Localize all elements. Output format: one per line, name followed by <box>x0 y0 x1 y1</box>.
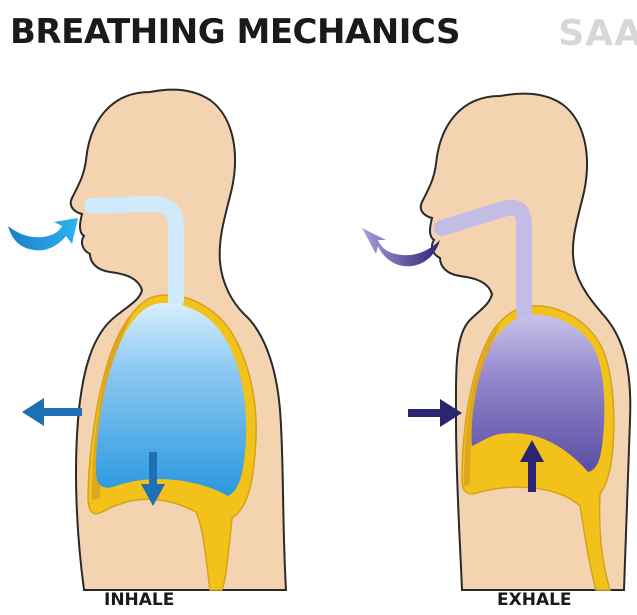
chest-expand-arrow-icon <box>22 398 82 426</box>
chest-contract-arrow-icon <box>408 399 462 427</box>
exhale-figure <box>362 94 630 590</box>
inhale-air-arrow-icon <box>8 218 78 250</box>
inhale-figure <box>8 90 286 590</box>
exhale-air-arrow-icon <box>362 228 440 266</box>
inhale-label: INHALE <box>104 589 174 611</box>
exhale-label: EXHALE <box>497 589 572 611</box>
